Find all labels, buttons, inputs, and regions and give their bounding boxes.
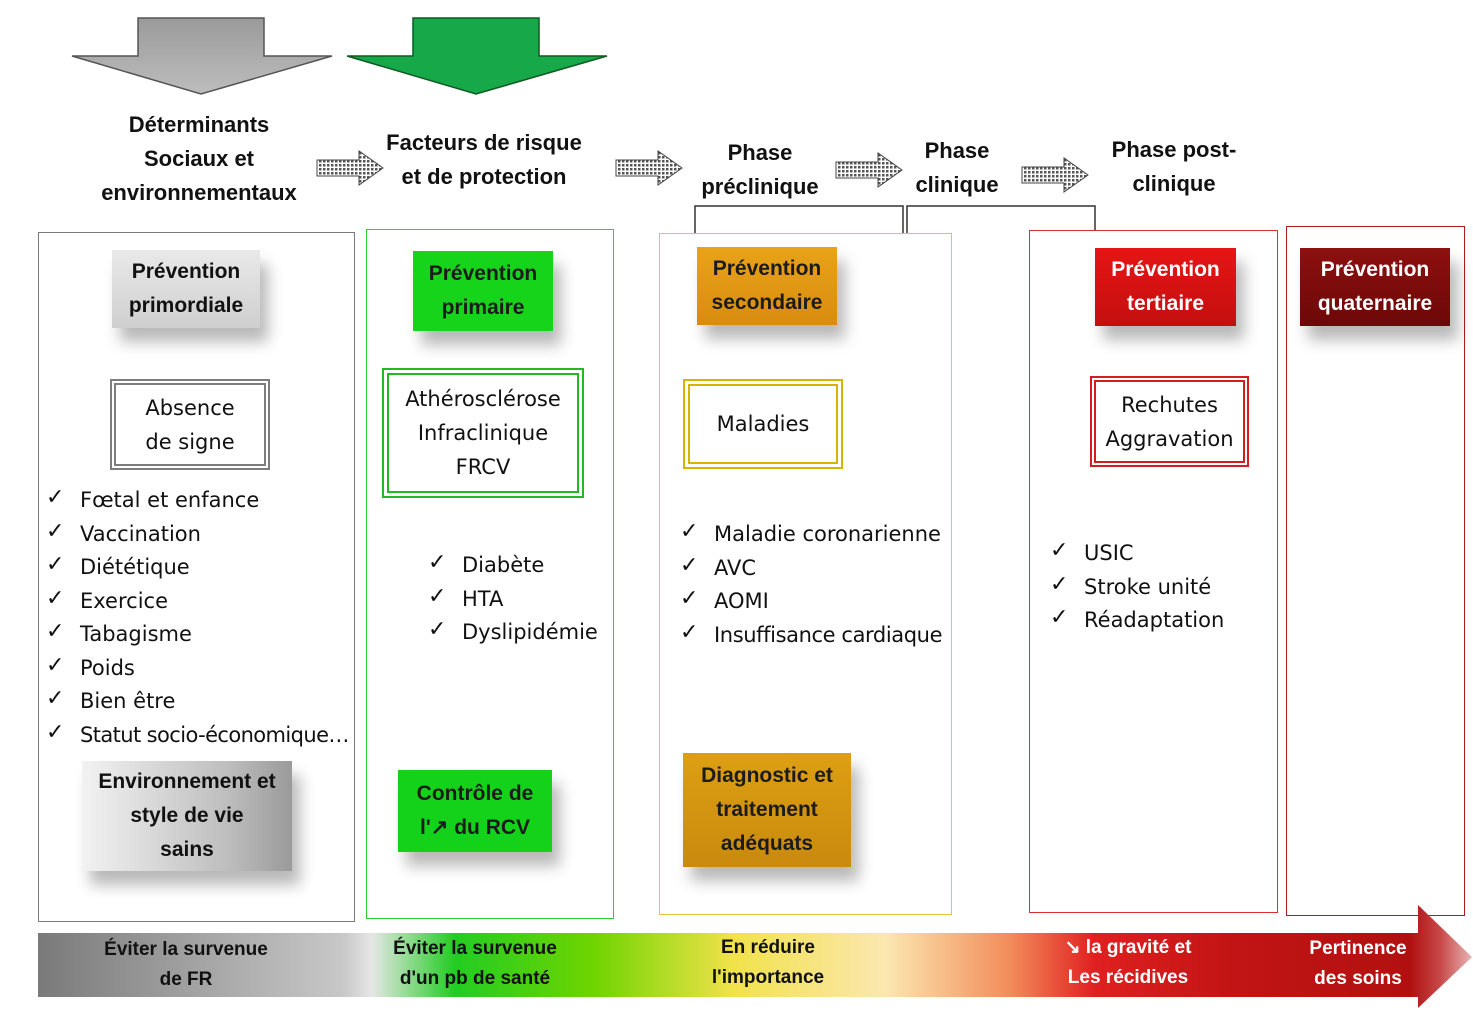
check-icon: ✓	[46, 686, 65, 711]
check-icon: ✓	[428, 583, 447, 609]
list-item: ✓Diabète	[428, 549, 598, 583]
column-quaternaire	[1286, 226, 1465, 916]
grey-down-arrow	[71, 17, 333, 95]
list-item: ✓AOMI	[680, 585, 942, 619]
check-icon: ✓	[46, 652, 65, 678]
list-item: ✓Réadaptation	[1050, 604, 1224, 638]
check-icon: ✓	[428, 550, 447, 575]
dotted-arrow-3	[835, 152, 903, 188]
checklist-secondaire: ✓Maladie coronarienne ✓AVC ✓AOMI ✓Insuff…	[680, 518, 943, 653]
check-icon: ✓	[46, 719, 64, 745]
check-icon: ✓	[46, 552, 65, 577]
list-item: ✓HTA	[428, 583, 598, 617]
column-tertiaire	[1029, 230, 1278, 913]
check-icon: ✓	[46, 485, 65, 510]
list-item: ✓Fœtal et enfance	[46, 484, 349, 518]
list-item: ✓Insuffisance cardiaque	[680, 619, 943, 653]
list-item: ✓Statut socio-économique…	[46, 719, 349, 753]
list-item: ✓Tabagisme	[46, 618, 349, 652]
check-icon: ✓	[46, 619, 65, 644]
list-item: ✓Stroke unité	[1050, 571, 1224, 605]
phase-brackets	[694, 205, 1096, 234]
list-item: ✓USIC	[1050, 537, 1224, 571]
dotted-arrow-1	[316, 150, 384, 186]
check-icon: ✓	[680, 619, 699, 645]
frame-maladies: Maladies	[683, 379, 843, 469]
list-item: ✓Diététique	[46, 551, 349, 585]
check-icon: ✓	[428, 617, 447, 642]
dotted-arrow-4	[1021, 157, 1089, 193]
header-postclinique: Phase post-clinique	[1111, 137, 1237, 196]
check-icon: ✓	[1050, 538, 1069, 563]
check-icon: ✓	[680, 586, 699, 611]
objectives-band	[38, 933, 1428, 997]
check-icon: ✓	[46, 585, 65, 611]
checklist-primordiale: ✓Fœtal et enfance ✓Vaccination ✓Diététiq…	[46, 484, 349, 752]
dotted-arrow-2	[615, 150, 683, 186]
list-item: ✓Vaccination	[46, 518, 349, 552]
check-icon: ✓	[46, 518, 65, 544]
list-item: ✓Poids	[46, 652, 349, 686]
check-icon: ✓	[1050, 605, 1069, 630]
green-down-arrow	[346, 17, 608, 95]
check-icon: ✓	[680, 552, 699, 578]
check-icon: ✓	[680, 519, 699, 544]
list-item: ✓Bien être	[46, 685, 349, 719]
checklist-primaire: ✓Diabète ✓HTA ✓Dyslipidémie	[428, 549, 598, 650]
list-item: ✓AVC	[680, 552, 942, 586]
list-item: ✓Exercice	[46, 585, 349, 619]
checklist-tertiaire: ✓USIC ✓Stroke unité ✓Réadaptation	[1050, 537, 1224, 638]
list-item: ✓Maladie coronarienne	[680, 518, 942, 552]
check-icon: ✓	[1050, 571, 1069, 597]
list-item: ✓Dyslipidémie	[428, 616, 598, 650]
band-arrow-head	[1410, 905, 1472, 1008]
